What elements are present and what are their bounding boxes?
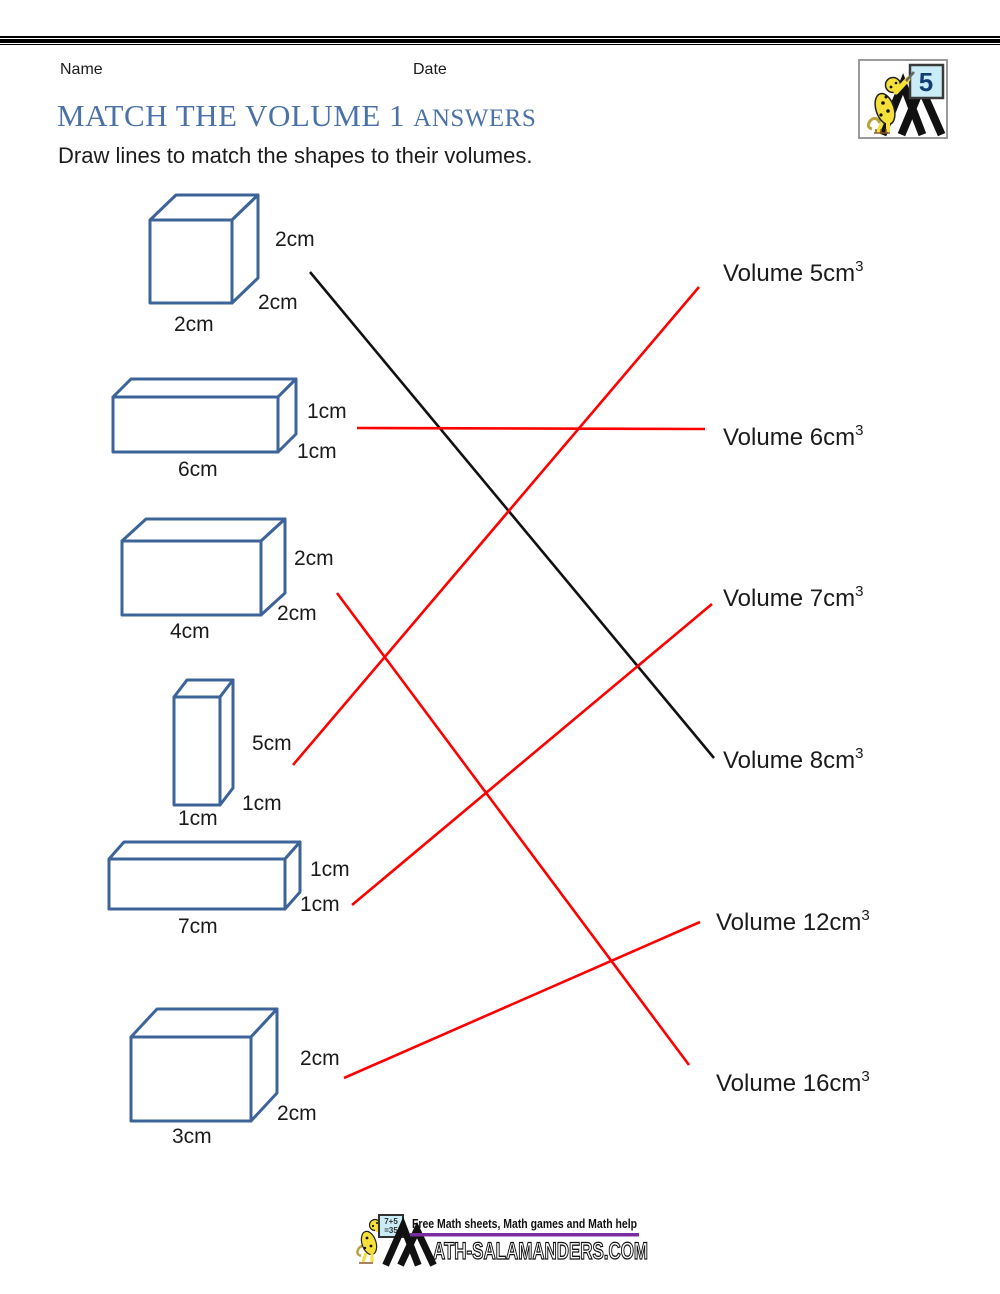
name-label: Name: [60, 61, 103, 78]
volume-label-volume-5: Volume 5cm3: [723, 258, 863, 287]
shape-cuboid-7x1x1: 1cm 1cm 7cm: [107, 840, 350, 938]
dimension-label: 2cm: [300, 1047, 340, 1070]
cuboid-top-face: [120, 517, 287, 543]
dimension-label: 2cm: [275, 228, 315, 251]
cuboid-front-face: [129, 1035, 253, 1123]
dimension-label: 2cm: [258, 291, 298, 314]
volume-label-volume-8: Volume 8cm3: [723, 745, 863, 774]
title-suffix: ANSWERS: [413, 105, 537, 132]
volume-label-volume-6: Volume 6cm3: [723, 422, 863, 451]
cuboid-front-face: [172, 695, 222, 807]
grade-sign: [908, 63, 945, 100]
instruction-text: Draw lines to match the shapes to their …: [58, 143, 533, 168]
footer-purple-rule: [410, 1233, 639, 1237]
dimension-label: 1cm: [178, 807, 218, 830]
answer-line-cuboid-7x1x1-to-volume-7: [351, 603, 713, 906]
top-divider-rule: [0, 36, 1000, 45]
dimension-label: 2cm: [174, 313, 214, 336]
shape-cuboid-1x5x1: 5cm 1cm 1cm: [172, 678, 292, 830]
grade-number: 5: [919, 67, 933, 97]
dimension-label: 5cm: [252, 732, 292, 755]
dimension-label: 1cm: [297, 440, 337, 463]
footer-tagline: Free Math sheets, Math games and Math he…: [412, 1216, 637, 1231]
shape-cuboid-4x2x2: 2cm 2cm 4cm: [120, 517, 334, 643]
board-line1: 7+5: [384, 1217, 398, 1226]
footer-site-name: ATH-SALAMANDERS.COM: [433, 1238, 648, 1265]
page-title: MATCH THE VOLUME 1 ANSWERS: [57, 98, 536, 134]
grade-badge: 5: [858, 59, 948, 139]
footer-logo: 7+5 =35 Free Math sheets, Math games and…: [353, 1210, 653, 1268]
footer-m-easel-icon: [382, 1216, 437, 1267]
cuboid-side-face: [218, 678, 235, 807]
dimension-label: 1cm: [307, 400, 347, 423]
volume-label-volume-16: Volume 16cm3: [716, 1068, 870, 1097]
title-main: MATCH THE VOLUME 1: [57, 98, 406, 133]
dimension-label: 7cm: [178, 915, 218, 938]
volume-label-volume-7: Volume 7cm3: [723, 583, 863, 612]
cuboid-top-face: [107, 840, 302, 861]
dimension-label: 2cm: [277, 602, 317, 625]
salamander-icon: [866, 71, 915, 134]
shape-cuboid-3x2x2: 2cm 2cm 3cm: [129, 1007, 340, 1148]
shape-cuboid-6x1x1: 1cm 1cm 6cm: [111, 377, 347, 481]
shape-cuboid-2x2x2: 2cm 2cm 2cm: [148, 193, 315, 336]
cuboid-front-face: [107, 857, 287, 911]
answer-line-cuboid-2x2x2-to-volume-8: [309, 271, 715, 759]
cuboid-front-face: [148, 218, 234, 305]
dimension-label: 2cm: [294, 547, 334, 570]
dimension-label: 1cm: [242, 792, 282, 815]
answer-line-cuboid-3x2x2-to-volume-12: [343, 920, 701, 1080]
dimension-label: 6cm: [178, 458, 218, 481]
dimension-label: 1cm: [310, 858, 350, 881]
dimension-label: 3cm: [172, 1125, 212, 1148]
cuboid-top-face: [111, 377, 298, 399]
volume-label-volume-12: Volume 12cm3: [716, 907, 870, 936]
date-label: Date: [413, 61, 447, 78]
answer-line-cuboid-6x1x1-to-volume-6: [356, 426, 706, 431]
answer-line-cuboid-4x2x2-to-volume-16: [335, 592, 691, 1066]
dimension-label: 1cm: [300, 893, 340, 916]
dimension-label: 4cm: [170, 620, 210, 643]
board-line2: =35: [384, 1226, 398, 1235]
answer-line-cuboid-1x5x1-to-volume-5: [292, 286, 700, 766]
cuboid-front-face: [111, 395, 280, 454]
cuboid-front-face: [120, 539, 263, 617]
dimension-label: 2cm: [277, 1102, 317, 1125]
